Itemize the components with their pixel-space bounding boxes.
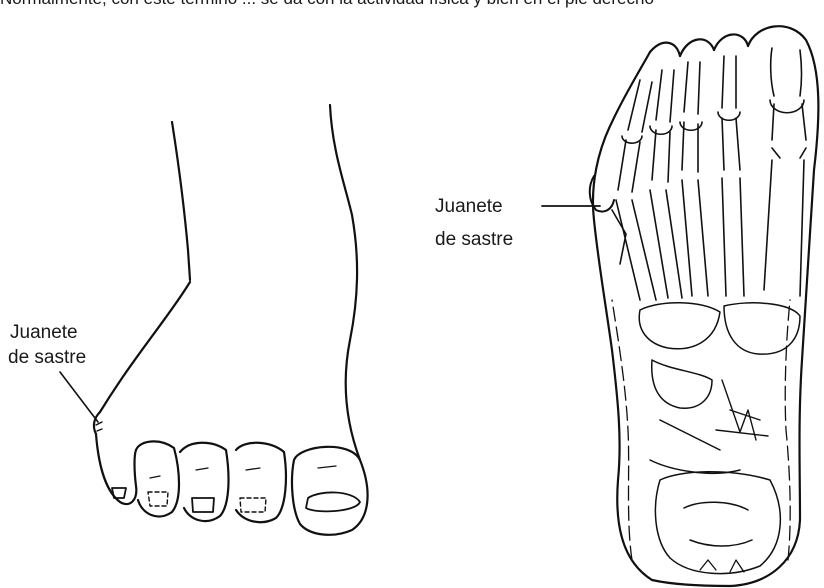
left-foot-bunion xyxy=(94,412,102,434)
left-foot-toes xyxy=(96,434,368,535)
right-foot-tarsals xyxy=(639,303,800,474)
left-foot-outline xyxy=(100,105,360,460)
right-foot-inner-contour xyxy=(612,300,790,560)
left-label-line2: de sastre xyxy=(8,346,86,369)
right-foot-calcaneus xyxy=(655,472,780,574)
right-foot-phalanges xyxy=(618,48,806,192)
left-label-pointer xyxy=(60,372,98,422)
right-foot-metatarsals xyxy=(612,160,804,300)
right-label-line2: de sastre xyxy=(435,228,513,251)
left-label-line1: Juanete xyxy=(10,321,78,344)
right-label-line1: Juanete xyxy=(435,195,503,218)
